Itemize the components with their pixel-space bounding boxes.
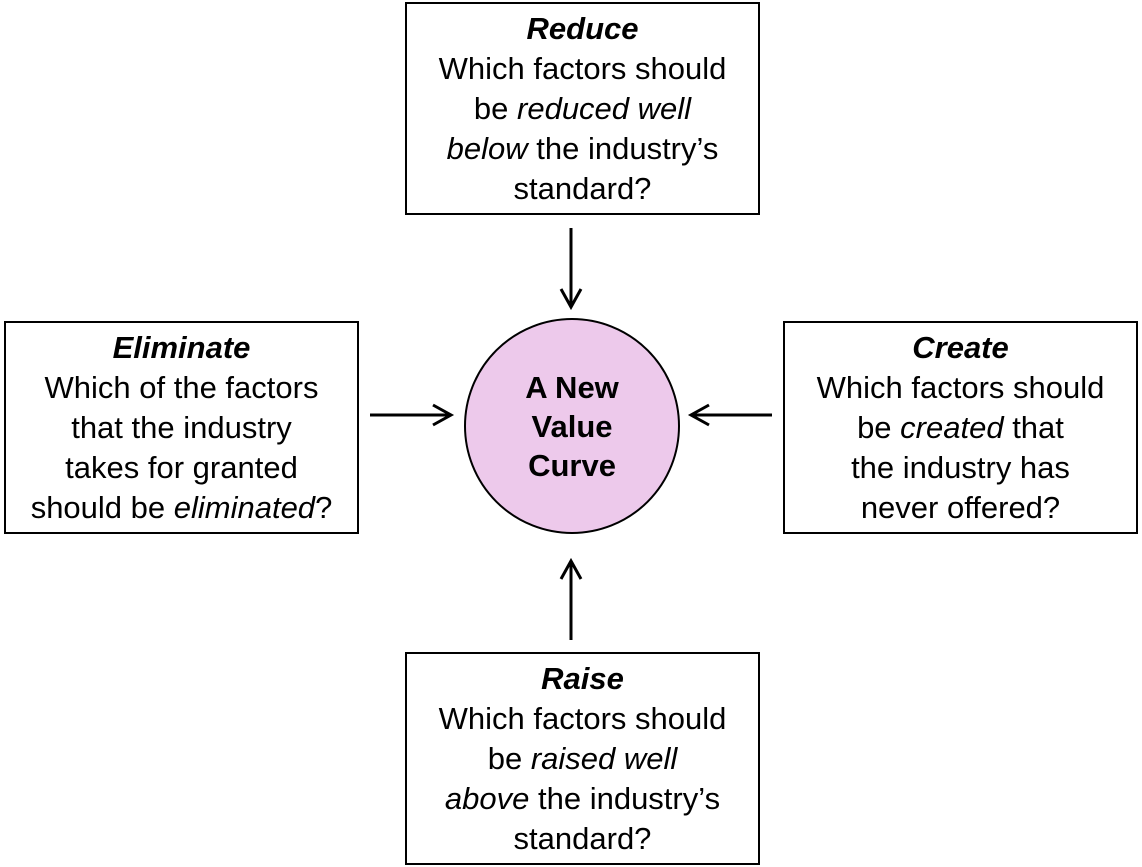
text-line: be created that	[817, 408, 1105, 448]
text-line: below the industry’s	[439, 129, 727, 169]
plain-text: be	[473, 90, 518, 126]
arrow-raise-to-center	[559, 557, 583, 640]
text-line: Which factors should	[817, 368, 1105, 408]
plain-text: the industry’s	[529, 780, 721, 816]
emphasis-text: eliminated	[173, 489, 316, 525]
plain-text: Which of the factors	[44, 369, 319, 405]
arrow-reduce-to-center	[559, 228, 583, 311]
plain-text: be	[857, 409, 901, 445]
eliminate-title: Eliminate	[112, 329, 251, 365]
text-line: above the industry’s	[439, 779, 727, 819]
center-line-3: Curve	[528, 447, 616, 483]
plain-text: that the industry	[71, 409, 292, 445]
arrow-create-to-center	[687, 403, 772, 427]
plain-text: Which factors should	[438, 700, 727, 736]
center-circle: A New Value Curve	[464, 318, 680, 534]
center-line-1: A New	[525, 369, 619, 405]
text-line: be raised well	[439, 739, 727, 779]
plain-text: Which factors should	[816, 369, 1105, 405]
create-title: Create	[912, 329, 1009, 365]
plain-text: should be	[30, 489, 174, 525]
text-line: Which of the factors	[31, 368, 333, 408]
plain-text: standard?	[513, 170, 652, 206]
text-line: takes for granted	[31, 448, 333, 488]
emphasis-text: created	[900, 409, 1004, 445]
plain-text: the industry’s	[527, 130, 719, 166]
text-line: Which factors should	[439, 699, 727, 739]
arrow-eliminate-to-center	[370, 403, 455, 427]
text-line: the industry has	[817, 448, 1105, 488]
center-line-2: Value	[531, 408, 613, 444]
plain-text: Which factors should	[438, 50, 727, 86]
text-line: Which factors should	[439, 49, 727, 89]
eliminate-text: Which of the factors that the industry tak…	[31, 368, 333, 528]
plain-text: ?	[315, 489, 333, 525]
text-line: be reduced well	[439, 89, 727, 129]
text-line: never offered?	[817, 488, 1105, 528]
plain-text: be	[487, 740, 531, 776]
plain-text: never offered?	[860, 489, 1061, 525]
emphasis-text: below	[446, 130, 528, 166]
emphasis-text: above	[444, 780, 530, 816]
eliminate-box: Eliminate Which of the factors that the i…	[4, 321, 359, 534]
raise-title: Raise	[541, 660, 624, 696]
emphasis-text: reduced well	[517, 90, 692, 126]
reduce-title: Reduce	[526, 10, 639, 46]
text-line: should be eliminated?	[31, 488, 333, 528]
plain-text: the industry has	[851, 449, 1070, 485]
text-line: standard?	[439, 169, 727, 209]
plain-text: that	[1003, 409, 1064, 445]
text-line: standard?	[439, 819, 727, 859]
plain-text: standard?	[513, 820, 652, 856]
text-line: that the industry	[31, 408, 333, 448]
plain-text: takes for granted	[65, 449, 298, 485]
emphasis-text: raised well	[530, 740, 678, 776]
